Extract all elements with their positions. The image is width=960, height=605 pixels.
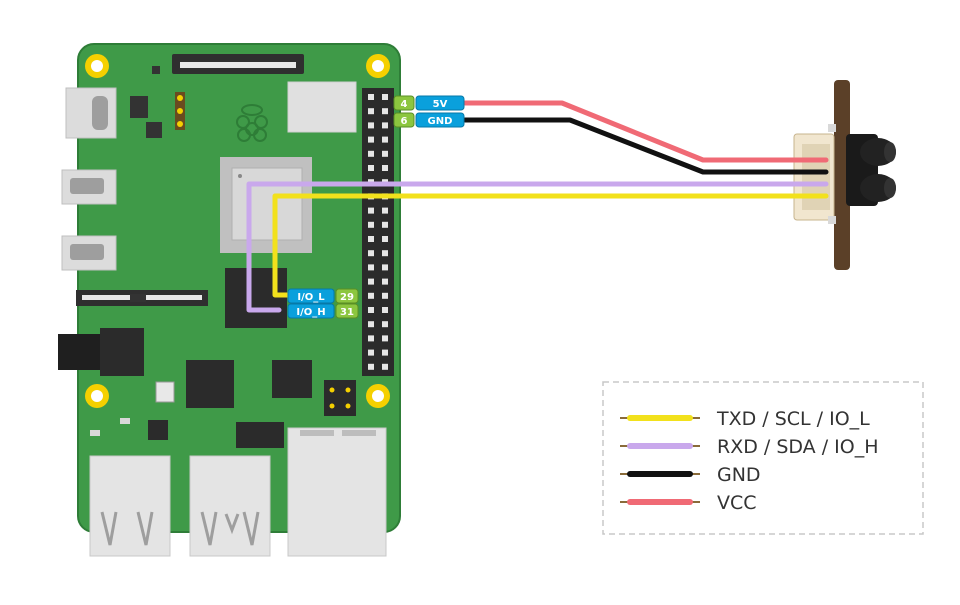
pin-number: 4 bbox=[401, 99, 408, 110]
gpio-pin bbox=[382, 94, 388, 100]
usb-port bbox=[189, 455, 271, 557]
gpio-pin bbox=[368, 150, 374, 157]
gpio-pin bbox=[368, 321, 374, 328]
pin-label-29: I/O_L 29 bbox=[287, 288, 359, 304]
pin-function: I/O_H bbox=[296, 307, 325, 318]
legend-item: VCC bbox=[620, 492, 757, 514]
pin-function: 5V bbox=[433, 99, 448, 110]
gpio-pin bbox=[382, 349, 388, 356]
gpio-pin bbox=[368, 236, 374, 242]
sensor-pcb bbox=[834, 80, 850, 270]
pin-label-4: 4 5V bbox=[393, 95, 465, 111]
legend: TXD / SCL / IO_L RXD / SDA / IO_H GND VC… bbox=[602, 381, 924, 535]
gpio-pin bbox=[382, 165, 388, 171]
gpio-pin bbox=[368, 221, 374, 228]
raspberry-pi-board bbox=[58, 43, 401, 557]
legend-label: RXD / SDA / IO_H bbox=[717, 436, 879, 458]
pin-number: 6 bbox=[401, 116, 408, 127]
sensor-module bbox=[793, 80, 896, 270]
pin-label-6: 6 GND bbox=[393, 112, 465, 128]
gpio-pin bbox=[368, 207, 374, 214]
legend-label: VCC bbox=[717, 492, 757, 514]
pin-label-31: I/O_H 31 bbox=[287, 303, 359, 319]
gpio-header bbox=[362, 88, 394, 376]
ethernet-port bbox=[287, 427, 387, 557]
raspberry-logo-icon bbox=[236, 104, 268, 142]
gpio-pin bbox=[368, 264, 374, 271]
gpio-pin bbox=[382, 207, 388, 214]
gpio-pin bbox=[368, 363, 374, 370]
usb-port bbox=[89, 455, 171, 557]
wire-gnd bbox=[462, 117, 829, 175]
legend-item: RXD / SDA / IO_H bbox=[620, 436, 879, 458]
wire-vcc bbox=[462, 100, 829, 163]
gpio-pin bbox=[368, 108, 374, 115]
gpio-pin bbox=[368, 278, 374, 285]
gpio-pin bbox=[368, 165, 374, 171]
gpio-pin bbox=[368, 94, 374, 100]
legend-label: TXD / SCL / IO_L bbox=[716, 408, 870, 430]
gpio-pin bbox=[368, 250, 374, 257]
gpio-pin bbox=[382, 363, 388, 370]
gpio-pin bbox=[382, 278, 388, 285]
legend-box bbox=[602, 381, 924, 535]
gpio-pin bbox=[382, 221, 388, 228]
gpio-pin bbox=[382, 321, 388, 328]
gpio-pin bbox=[382, 335, 388, 342]
gpio-pin bbox=[382, 264, 388, 271]
gpio-pin bbox=[368, 335, 374, 342]
mounting-holes bbox=[85, 54, 390, 408]
gpio-pin bbox=[382, 150, 388, 157]
gpio-pin bbox=[368, 349, 374, 356]
gpio-pin bbox=[382, 136, 388, 143]
legend-item: GND bbox=[620, 464, 761, 486]
legend-item: TXD / SCL / IO_L bbox=[620, 408, 870, 430]
gpio-pin bbox=[368, 122, 374, 129]
sensor-lens bbox=[846, 134, 896, 206]
wire-rxd bbox=[246, 181, 829, 313]
gpio-pin bbox=[368, 307, 374, 313]
gpio-pin bbox=[382, 292, 388, 299]
gpio-pin bbox=[368, 136, 374, 143]
gpio-pin bbox=[382, 307, 388, 313]
ram-chip bbox=[225, 268, 287, 328]
gpio-pin bbox=[382, 236, 388, 242]
gpio-pin bbox=[382, 122, 388, 129]
legend-label: GND bbox=[717, 464, 761, 486]
wire-txd bbox=[272, 193, 829, 298]
gpio-pin bbox=[368, 292, 374, 299]
pin-function: GND bbox=[428, 116, 453, 127]
pin-function: I/O_L bbox=[297, 292, 325, 303]
usb-c-port bbox=[65, 87, 117, 139]
wires bbox=[246, 100, 829, 313]
gpio-pin bbox=[382, 250, 388, 257]
pin-number: 29 bbox=[340, 292, 354, 303]
gpio-pin bbox=[382, 108, 388, 115]
pin-number: 31 bbox=[340, 307, 354, 318]
